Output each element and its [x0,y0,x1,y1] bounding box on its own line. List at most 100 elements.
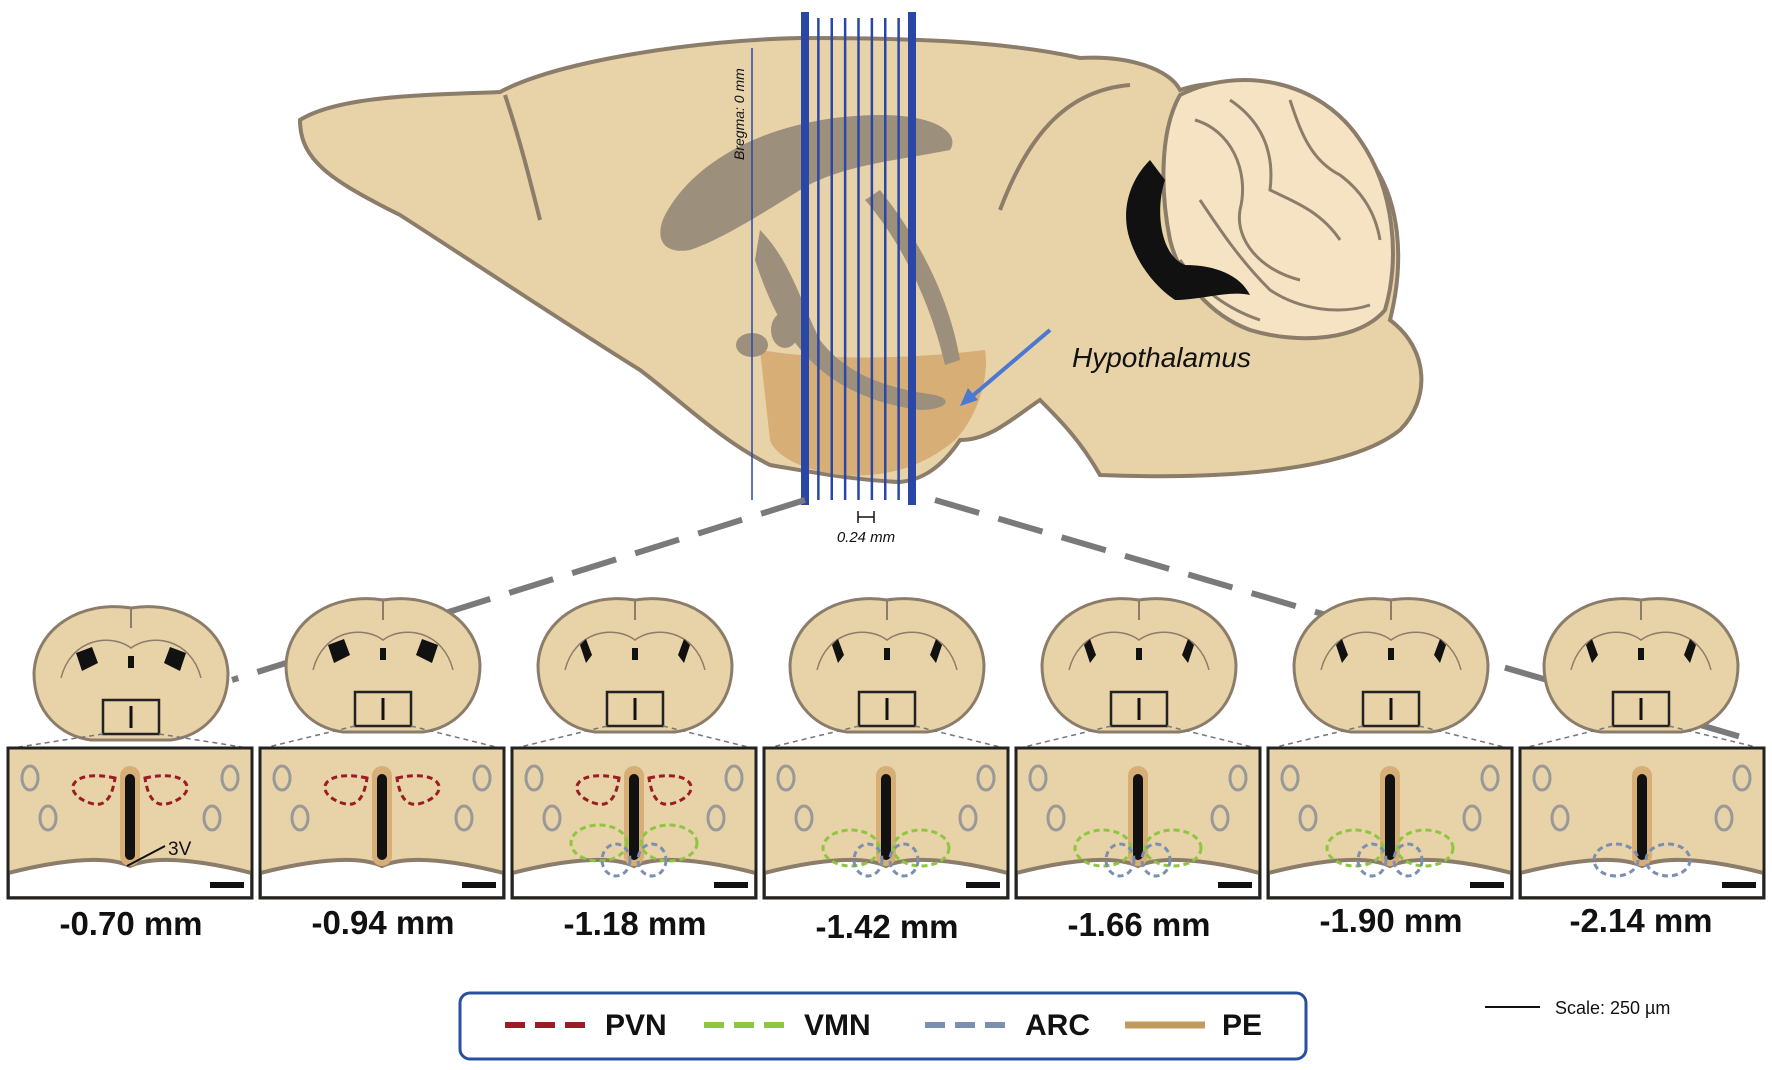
zoom-box [353,690,413,728]
fiber-tract [220,764,240,792]
hypothalamus-label: Hypothalamus [1072,342,1251,373]
legend: PVN VMN ARC PE [458,991,1308,1061]
hypothalamus-annotation: Hypothalamus [960,328,1251,406]
zoom-box [101,698,161,736]
projection-line [1668,725,1761,749]
sagittal-brain: Bregma: 0 mm [297,35,1424,500]
legend-label-arc: ARC [1025,1009,1090,1042]
inset-border [6,746,254,900]
fiber-tract [1046,804,1066,832]
projection-line [263,725,356,749]
section-label-6: -1.90 mm [1319,902,1462,939]
projection-line [1019,725,1112,749]
inset-border [762,746,1010,900]
fiber-tract [202,804,222,832]
inset-panel [6,746,254,900]
arc-right [1392,842,1424,878]
dorsal-third-ventricle [1638,648,1644,660]
inner-contour [1570,631,1712,671]
third-ventricle-inset [377,774,387,860]
lateral-ventricle-left [328,639,350,663]
third-ventricle-inset [1385,774,1395,860]
scale-annotation: Scale: 250 µm [1485,998,1670,1018]
section-label-4: -1.42 mm [815,908,958,945]
fiber-tract [1280,764,1300,792]
arc-right [888,842,920,878]
lateral-ventricle-left [1586,639,1598,663]
lateral-ventricle-left [1084,639,1096,663]
legend-box [458,991,1308,1061]
fiber-tract [290,804,310,832]
arc-right [636,842,668,878]
dorsal-third-ventricle [884,648,890,660]
lateral-ventricle-right [164,647,186,671]
coronal-section [1271,597,1509,749]
lateral-ventricle-right [678,639,690,663]
coronal-outline [1040,597,1238,734]
coronal-outline [284,597,482,734]
third-ventricle-inset [125,774,135,860]
commissure-shade [771,312,799,348]
lateral-ventricle-right [1434,639,1446,663]
third-ventricle-inset [881,774,891,860]
midbrain-fold [998,83,1131,211]
projection-line [662,725,753,749]
inset-panel [762,746,1010,900]
dorsal-third-ventricle [632,648,638,660]
third-ventricle-inset [1133,774,1143,860]
third-ventricle-inset [1637,774,1647,860]
fiber-tract [524,764,544,792]
fiber-tract [794,804,814,832]
inset-border [1518,746,1766,900]
fiber-tract [1550,804,1570,832]
coronal-outline [1292,597,1490,734]
projection-line [515,725,608,749]
projection-line [11,733,104,749]
zoom-box [1361,690,1421,728]
coronal-outline [536,597,734,734]
arc-left [600,842,632,878]
third-ventricle-inset [629,774,639,860]
section-label-2: -0.94 mm [311,904,454,941]
dorsal-third-ventricle [380,648,386,660]
inset-border [510,746,758,900]
coronal-outline [32,605,230,742]
inset-scale-bar [1218,882,1252,888]
projection-line [1523,725,1614,749]
fiber-tract [542,804,562,832]
fiber-tract [1462,804,1482,832]
arc-left [1592,842,1640,878]
lateral-ventricle-left [1336,639,1348,663]
projection-line [767,725,860,749]
section-label-5: -1.66 mm [1067,906,1210,943]
coronal-section [11,605,249,749]
legend-label-vmn: VMN [804,1009,871,1042]
lateral-ventricle-right [1182,639,1194,663]
brain-outline [297,35,1424,485]
lateral-ventricle-left [76,647,98,671]
inner-contour [564,631,706,671]
inset-scale-bar [1722,882,1756,888]
fiber-tract [1028,764,1048,792]
zoom-box [1611,690,1671,728]
section-label-3: -1.18 mm [563,905,706,942]
inset-border [1014,746,1262,900]
section-label-7: -2.14 mm [1569,902,1712,939]
dorsal-third-ventricle [1388,648,1394,660]
coronal-outline [1542,597,1740,734]
ventricle-annotation: 3V [126,839,192,867]
inset-panel [1266,746,1514,900]
coronal-section [1523,597,1761,749]
coronal-section [263,597,501,749]
fourth-ventricle [1126,160,1250,300]
arc-left [1104,842,1136,878]
section-labels: -0.70 mm -0.94 mm -1.18 mm -1.42 mm -1.6… [59,902,1712,945]
scale-label: Scale: 250 µm [1555,998,1670,1018]
arrow-head [960,388,978,406]
fiber-tract [472,764,492,792]
section-label-1: -0.70 mm [59,905,202,942]
arc-left [852,842,884,878]
dorsal-third-ventricle [1136,648,1142,660]
fiber-tract [1228,764,1248,792]
